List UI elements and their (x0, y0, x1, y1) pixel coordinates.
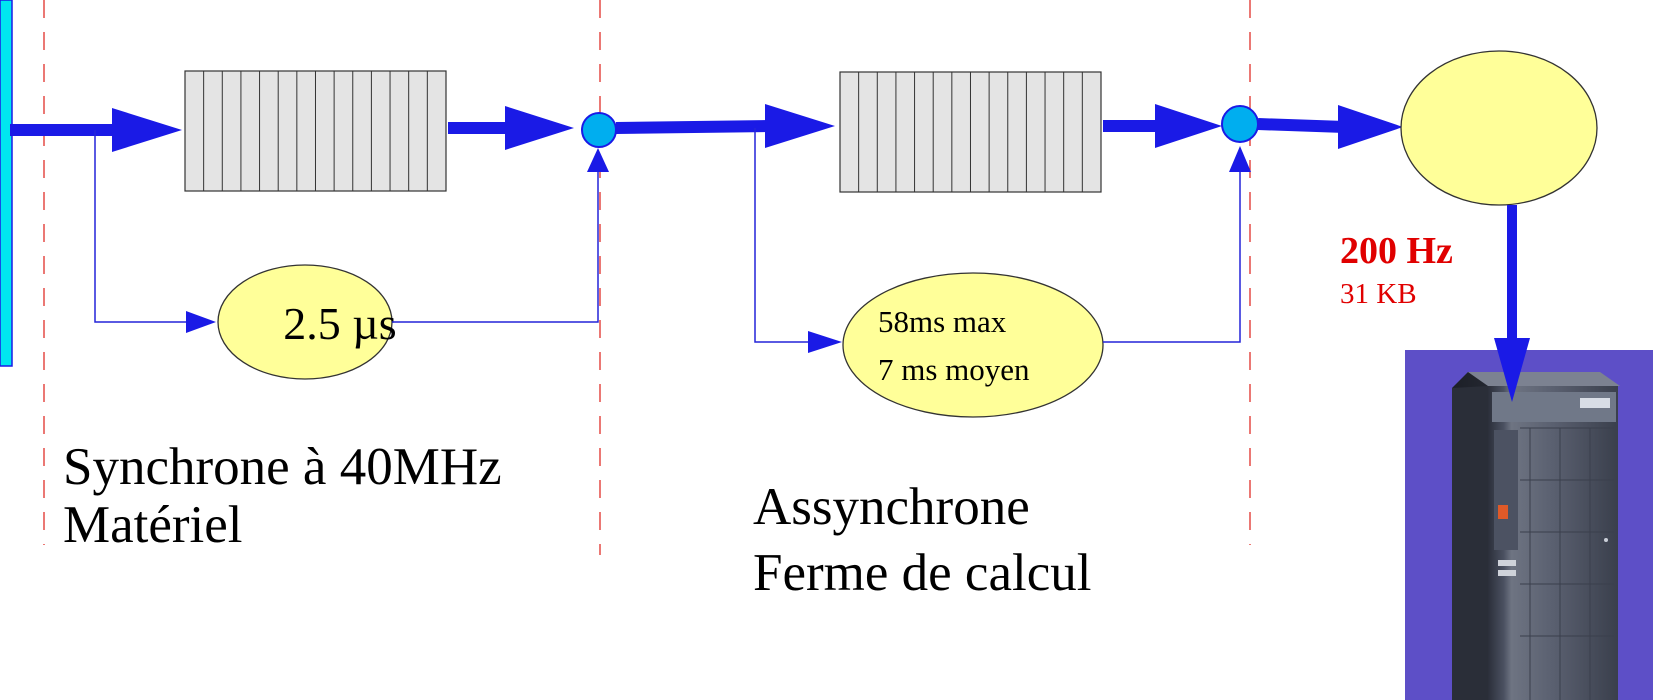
stage-dividers (43, 0, 1251, 555)
branch-arrowhead-1 (186, 311, 216, 333)
arrow-output-to-storage (1494, 205, 1530, 402)
arrow-pipeline-1-to-node-1 (448, 106, 574, 150)
server-rack-icon (1405, 350, 1653, 700)
latency-ellipse-2 (842, 272, 1104, 418)
input-bar (0, 0, 13, 367)
latency-1-text: 2.5 µs (283, 298, 396, 349)
pipeline-buffer-1 (184, 70, 447, 192)
stage-2-description-line-2: Ferme de calcul (753, 544, 1091, 602)
return-arrowhead-2 (1229, 146, 1251, 172)
stage-2-description-line-1: Assynchrone (753, 478, 1030, 536)
latency-2-text-line-2: 7 ms moyen (878, 352, 1030, 387)
latency-2-text-line-1: 58ms max (878, 304, 1007, 339)
pipeline-buffer-2 (839, 71, 1102, 193)
branch-to-latency-2 (754, 128, 812, 343)
output-rate-text: 200 Hz (1340, 230, 1453, 272)
stage-1-description-line-2: Matériel (63, 496, 243, 554)
stage-1-description-line-1: Synchrone à 40MHz (63, 438, 502, 496)
decision-node-2 (1221, 105, 1259, 143)
return-arrowhead-1 (587, 148, 609, 172)
output-ellipse (1400, 50, 1598, 206)
return-from-latency-1 (392, 170, 599, 323)
branch-to-latency-1 (94, 130, 195, 323)
output-size-text: 31 KB (1340, 278, 1417, 310)
decision-node-1 (581, 112, 617, 148)
arrow-input-to-pipeline-1 (10, 108, 182, 152)
return-from-latency-2 (1103, 170, 1241, 343)
arrow-node-1-to-pipeline-2 (615, 104, 835, 148)
arrow-pipeline-2-to-node-2 (1103, 104, 1222, 148)
arrow-node-2-to-output (1257, 105, 1403, 149)
branch-arrowhead-2 (808, 331, 842, 353)
